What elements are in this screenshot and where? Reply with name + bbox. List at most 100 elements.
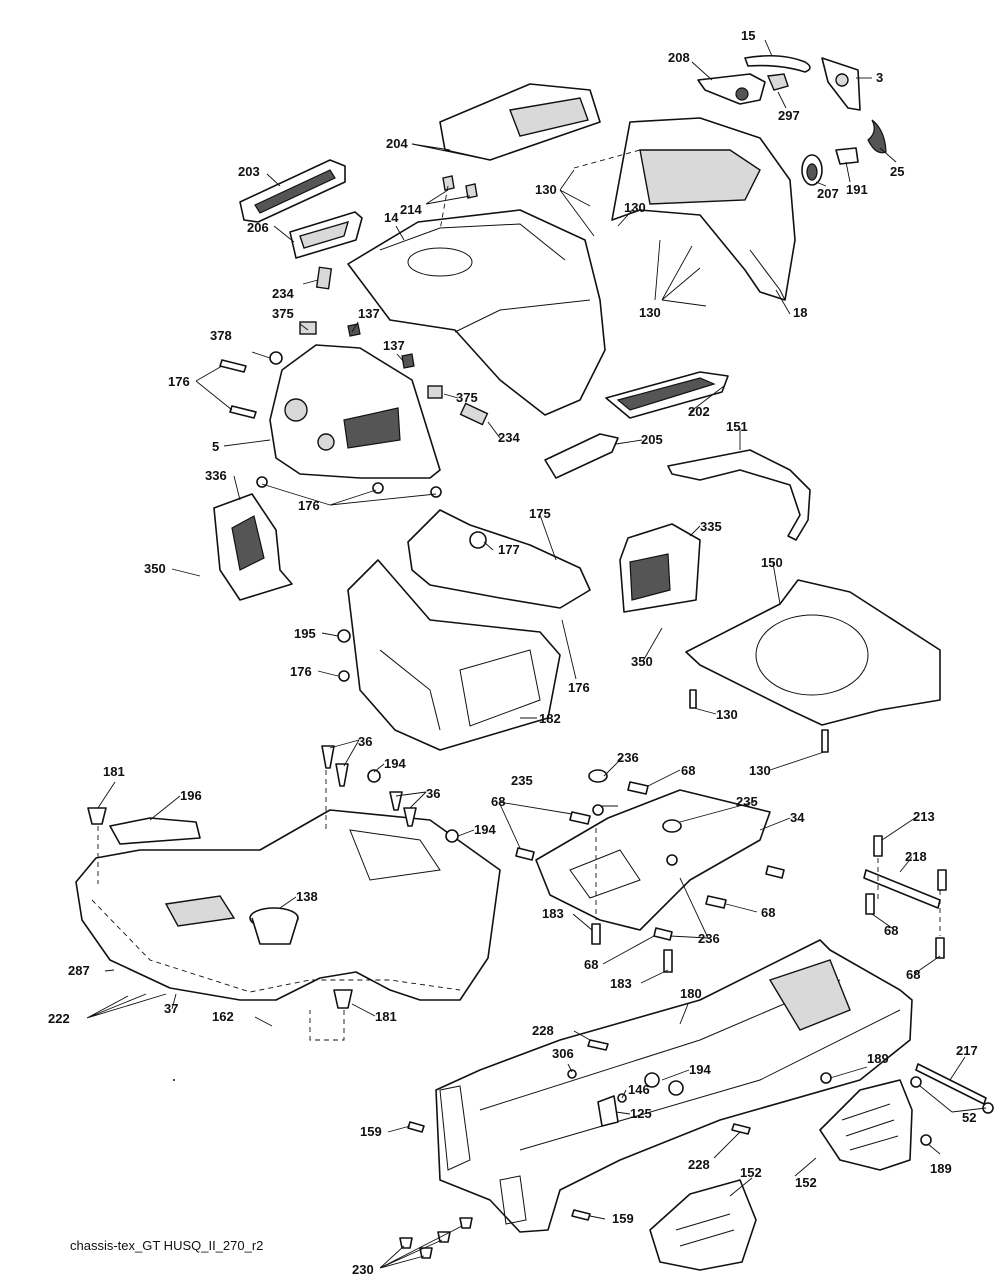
part-194-nut-b (445, 829, 459, 843)
callout-label: 306 (552, 1046, 574, 1061)
callout-label: 130 (535, 182, 557, 197)
part-151-bracket (667, 449, 811, 541)
callout-label: 235 (736, 794, 758, 809)
callout-label: 208 (668, 50, 690, 65)
part-180-front-plate (439, 1085, 527, 1225)
callout-label: 68 (884, 923, 898, 938)
callout-label: 194 (689, 1062, 711, 1077)
callout-label: 189 (867, 1051, 889, 1066)
callout-label: 378 (210, 328, 232, 343)
callout-label: 297 (778, 108, 800, 123)
callout-label: 130 (749, 763, 771, 778)
part-5-key-hole (317, 433, 335, 451)
callout-label: 335 (700, 519, 722, 534)
part-189-ribs (841, 1103, 899, 1151)
part-234-label (315, 266, 333, 290)
part-150-opening (755, 614, 869, 696)
callout-label: 194 (384, 756, 406, 771)
part-34-mount-plate (535, 789, 771, 931)
part-181-plug (87, 807, 107, 825)
callout-label: 68 (906, 967, 920, 982)
callout-label: 228 (688, 1157, 710, 1172)
callout-label: 214 (400, 202, 422, 217)
part-130-bolt-b (821, 729, 829, 753)
callout-label: 159 (360, 1124, 382, 1139)
part-182-panel-inner (379, 649, 541, 731)
part-236-nut-b (666, 854, 678, 866)
part-152-ribs (675, 1213, 735, 1247)
callout-label: 130 (639, 305, 661, 320)
part-159-bolt-b (571, 1209, 591, 1221)
part-138-boot-body (251, 917, 299, 945)
part-378-fastener (269, 351, 283, 365)
callout-label: 14 (384, 210, 399, 225)
drawing-id: chassis-tex_GT HUSQ_II_270_r2 (70, 1238, 263, 1253)
part-25-lens (867, 119, 887, 154)
callout-label: 218 (905, 849, 927, 864)
callout-label: 196 (180, 788, 202, 803)
part-235-spacer-b (662, 819, 682, 833)
part-36-screw-b (335, 763, 349, 787)
callout-label: 230 (352, 1262, 374, 1277)
callout-label: 177 (498, 542, 520, 557)
callout-label: 181 (375, 1009, 397, 1024)
callout-label: 125 (630, 1106, 652, 1121)
callout-label: 236 (698, 931, 720, 946)
part-335-mesh (629, 553, 671, 601)
part-194-nut-a (367, 769, 381, 783)
callout-label: 36 (358, 734, 372, 749)
callout-label: 235 (511, 773, 533, 788)
part-14-hood (347, 209, 606, 416)
part-183-bolt-a (591, 923, 601, 945)
callout-label: 175 (529, 506, 551, 521)
callout-label: 213 (913, 809, 935, 824)
part-68-bolt-i (935, 937, 945, 959)
part-230-screw-c (437, 1231, 451, 1243)
parts-artwork (75, 54, 994, 1271)
callout-label: 162 (212, 1009, 234, 1024)
callout-label: 180 (680, 986, 702, 1001)
callout-label: 36 (426, 786, 440, 801)
callout-label: 287 (68, 963, 90, 978)
callout-label: 336 (205, 468, 227, 483)
part-222-footrest (75, 809, 501, 1001)
part-177-grommet (469, 531, 487, 549)
part-15-trim-strip (744, 54, 811, 73)
part-297-clip (766, 73, 789, 91)
callout-label: 3 (876, 70, 883, 85)
part-130-bolt-a (689, 689, 697, 709)
callout-label: 234 (272, 286, 294, 301)
callout-label: 182 (539, 711, 561, 726)
part-189-bolt-b (920, 1134, 932, 1146)
callout-label: 68 (761, 905, 775, 920)
part-217-rod (915, 1063, 987, 1105)
callout-label: 152 (740, 1165, 762, 1180)
part-236-nut (592, 804, 604, 816)
part-68-bolt-b (569, 811, 591, 825)
part-180-rear-mount (768, 959, 851, 1031)
part-228-bolt (587, 1039, 609, 1051)
part-205-trim (544, 433, 619, 479)
callout-label: 138 (296, 889, 318, 904)
callout-label: 52 (962, 1110, 976, 1125)
part-214-clip (442, 175, 455, 191)
callout-label: 37 (164, 1001, 178, 1016)
callout-label: 130 (624, 200, 646, 215)
callout-label: 152 (795, 1175, 817, 1190)
part-36-screw-c (389, 791, 403, 811)
callout-label: 375 (456, 390, 478, 405)
part-125-bracket (597, 1095, 619, 1127)
callout-label: 176 (298, 498, 320, 513)
part-176-screw-b (229, 405, 257, 419)
callout-label: 68 (681, 763, 695, 778)
part-14-opening (407, 247, 473, 277)
part-68-bolt-h (865, 893, 875, 915)
part-3-gauge (835, 73, 849, 87)
part-137-clip-b (401, 353, 415, 369)
part-68-bolt-d (705, 895, 727, 909)
part-182-lower-dash (347, 559, 561, 751)
part-5-switch-slot (343, 407, 401, 449)
callout-label: 183 (610, 976, 632, 991)
part-218-bracket (863, 869, 941, 909)
part-183-bolt-b (663, 949, 673, 973)
